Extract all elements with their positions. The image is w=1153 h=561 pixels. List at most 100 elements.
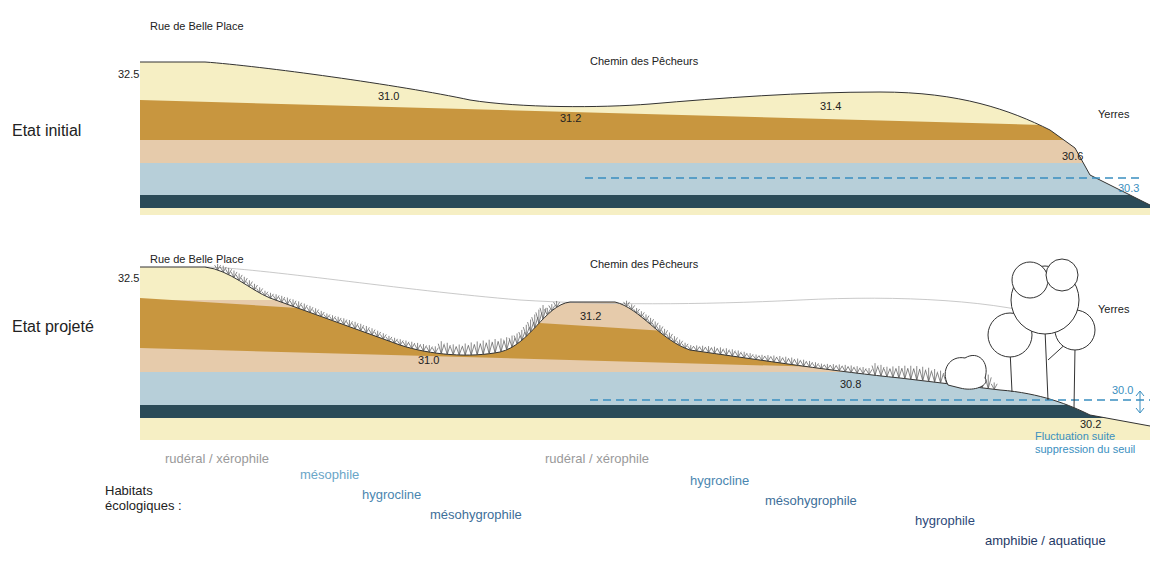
grass-tuft	[330, 315, 336, 320]
grass-tuft	[783, 357, 789, 364]
grass-tuft	[671, 336, 677, 342]
grass-tuft	[220, 266, 226, 272]
grass-tuft	[420, 344, 426, 351]
grass-tuft	[677, 340, 683, 346]
elevation: 30.6	[1062, 150, 1083, 163]
legend-heading: Habitats écologiques :	[105, 484, 205, 514]
grass-tuft	[540, 305, 546, 319]
grass-tuft	[426, 345, 432, 352]
fluctuation-arrow	[1136, 391, 1144, 413]
grass-tuft	[544, 308, 550, 315]
grass-tuft	[504, 337, 510, 350]
grass-tuft	[514, 333, 520, 343]
ground-surface	[140, 62, 1150, 205]
grass-tuft	[324, 313, 330, 318]
grass-tuft	[795, 359, 801, 366]
grass-tuft	[938, 371, 944, 383]
water-elevation: 30.0	[1112, 384, 1133, 397]
grass-tuft	[257, 287, 263, 293]
water-level	[590, 399, 1150, 401]
elevation: 30.2	[1080, 418, 1101, 431]
grass-tuft	[236, 274, 242, 281]
path-name: Chemin des Pêcheurs	[590, 258, 698, 271]
grass-tuft	[273, 294, 279, 300]
grass-tuft	[700, 346, 706, 352]
grass-tuft	[456, 345, 462, 355]
grass-tuft	[415, 343, 421, 350]
grass-tuft	[486, 340, 492, 354]
grass-tuft	[226, 268, 232, 275]
habitat-label: hygrocline	[690, 474, 749, 489]
habitat-label: mésophile	[300, 468, 359, 483]
grass-tuft	[358, 324, 364, 331]
habitat-label: mésohygrophile	[430, 508, 522, 523]
grass-tuft	[884, 367, 890, 377]
grass-tuft	[812, 362, 818, 368]
grass-tuft	[908, 366, 914, 380]
elevation: 30.8	[840, 378, 861, 391]
grass-tuft	[896, 366, 902, 378]
grass-tuft	[860, 367, 866, 374]
grass-tuft	[771, 356, 777, 363]
grass-tuft	[801, 360, 807, 366]
grass-tuft	[807, 361, 813, 367]
grass-tuft	[836, 364, 842, 370]
grass-tuft	[444, 343, 450, 354]
grass-tuft	[341, 318, 347, 324]
grass-tuft	[830, 364, 836, 370]
grass-tuft	[386, 336, 392, 341]
grass-tuft	[375, 331, 381, 337]
grass-tuft	[920, 367, 926, 381]
grass-tuft	[438, 341, 444, 354]
river-name: Yerres	[1098, 303, 1129, 316]
grass-tuft	[666, 333, 672, 340]
grass-tuft	[462, 344, 468, 356]
grass-tuft	[926, 368, 932, 382]
grass-tuft	[991, 382, 997, 389]
habitat-label: hygrophile	[915, 514, 975, 529]
habitat-label: rudéral / xérophile	[165, 452, 269, 467]
path-name: Chemin des Pêcheurs	[590, 55, 698, 68]
elevation: 31.0	[378, 90, 399, 103]
water-elevation: 30.3	[1118, 182, 1139, 195]
grass-tuft	[474, 341, 480, 354]
grass-tuft	[717, 347, 723, 354]
grass-tuft	[246, 280, 252, 287]
elevation: 31.2	[580, 310, 601, 323]
grass-tuft	[777, 356, 783, 363]
soil-layers-projected	[140, 255, 1153, 445]
grass-tuft	[307, 306, 313, 313]
grass-tuft	[241, 277, 247, 284]
grass-tuft	[706, 346, 712, 353]
street-name: Rue de Belle Place	[150, 253, 244, 266]
grass-tuft	[682, 343, 688, 348]
grass-tuft	[789, 358, 795, 365]
elevation: 31.4	[820, 100, 841, 113]
grass-tuft	[279, 296, 285, 302]
soil-layers-initial	[140, 55, 1153, 215]
grass-tuft	[509, 336, 515, 348]
grass-tuft	[519, 330, 525, 340]
ground-surface	[140, 267, 1150, 426]
grass-tuft	[369, 328, 375, 335]
grass-tuft	[688, 345, 694, 350]
grass-tuft	[741, 352, 747, 358]
vegetation	[215, 264, 998, 389]
note: Fluctuation suite suppression du seuil	[1035, 430, 1145, 455]
habitat-label: amphibie / aquatique	[985, 534, 1106, 549]
grass-tuft	[480, 341, 486, 355]
grass-tuft	[747, 353, 753, 358]
grass-tuft	[765, 355, 771, 361]
grass-tuft	[818, 364, 824, 369]
elevation: 32.5	[118, 68, 139, 81]
grass-tuft	[711, 347, 717, 354]
state-title: Etat projeté	[12, 318, 94, 336]
grass-tuft	[549, 304, 555, 311]
grass-tuft	[492, 339, 498, 353]
grass-tuft	[380, 333, 386, 339]
grass-tuft	[729, 349, 735, 356]
grass-tuft	[450, 344, 456, 354]
river-name: Yerres	[1098, 108, 1129, 121]
grass-tuft	[848, 365, 854, 372]
grass-tuft	[890, 366, 896, 377]
